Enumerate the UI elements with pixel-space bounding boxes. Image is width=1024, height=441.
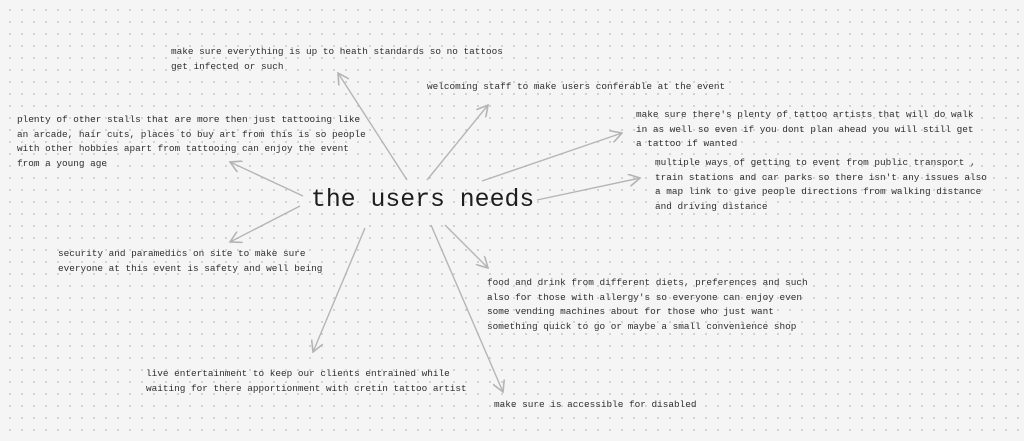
- note-health[interactable]: make sure everything is up to heath stan…: [171, 46, 503, 72]
- arrow-security[interactable]: [230, 205, 301, 242]
- note-stalls[interactable]: plenty of other stalls that are more the…: [17, 114, 366, 170]
- note-entertainment[interactable]: live entertainment to keep our clients e…: [146, 368, 467, 394]
- note-welcoming[interactable]: welcoming staff to make users conferable…: [427, 81, 726, 92]
- arrow-stalls[interactable]: [230, 162, 304, 197]
- arrow-entertainment[interactable]: [313, 227, 366, 352]
- central-topic[interactable]: the users needs: [311, 186, 535, 214]
- note-walk-in[interactable]: make sure there's plenty of tattoo artis…: [636, 109, 974, 150]
- note-food[interactable]: food and drink from different diets, pre…: [487, 277, 808, 333]
- arrow-walk-in[interactable]: [481, 133, 622, 182]
- arrow-welcoming[interactable]: [426, 105, 488, 181]
- arrow-accessible[interactable]: [430, 224, 503, 392]
- note-transport[interactable]: multiple ways of getting to event from p…: [655, 157, 987, 213]
- arrow-transport[interactable]: [536, 178, 640, 201]
- arrow-food[interactable]: [444, 224, 488, 268]
- arrow-health[interactable]: [338, 73, 408, 181]
- note-security[interactable]: security and paramedics on site to make …: [58, 248, 323, 274]
- note-accessible[interactable]: make sure is accessible for disabled: [494, 399, 697, 410]
